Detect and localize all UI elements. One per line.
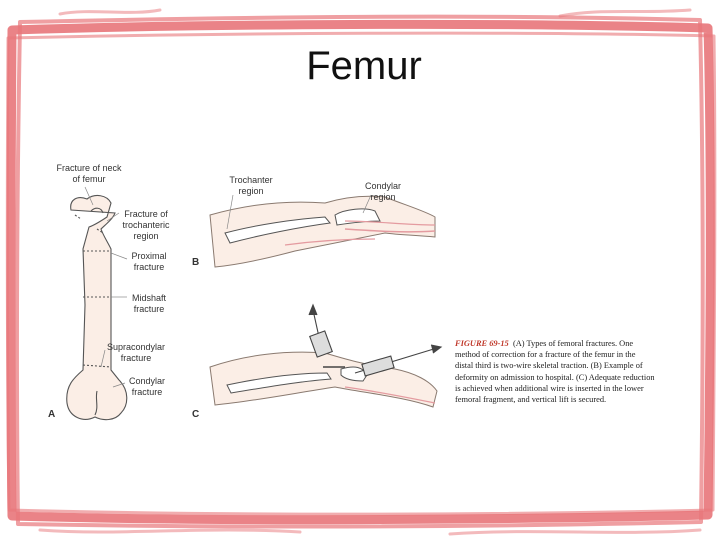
panel-a-letter: A bbox=[48, 409, 56, 420]
femur-fracture-figure: Fracture of neck of femur Fracture of tr… bbox=[45, 155, 657, 427]
slide-title: Femur bbox=[306, 44, 422, 88]
label-trochanter-region: Trochanter region bbox=[229, 175, 273, 196]
label-condylar-region: Condylar region bbox=[364, 181, 402, 202]
caption-text: (A) Types of femoral fractures. One meth… bbox=[455, 339, 655, 405]
panel-a-leader-lines bbox=[84, 186, 128, 388]
label-trochanteric-fracture: Fracture of trochanteric region bbox=[122, 209, 170, 241]
label-midshaft-fracture: Midshaft fracture bbox=[131, 293, 166, 314]
femur-bone-drawing bbox=[66, 194, 128, 421]
panel-c-letter: C bbox=[192, 409, 200, 420]
figure-number: FIGURE 69-15 bbox=[455, 339, 509, 348]
label-condylar-fracture: Condylar fracture bbox=[128, 376, 166, 397]
label-supracondylar-fracture: Supracondylar fracture bbox=[106, 342, 166, 363]
panel-b-letter: B bbox=[192, 257, 200, 268]
traction-drawing bbox=[209, 351, 438, 408]
label-neck-fracture: Fracture of neck of femur bbox=[56, 163, 122, 184]
label-proximal-fracture: Proximal fracture bbox=[131, 251, 167, 272]
traction-apparatus bbox=[308, 303, 443, 377]
leg-deformity-drawing bbox=[209, 195, 436, 268]
panel-b-leader-lines bbox=[226, 194, 372, 230]
figure-caption: FIGURE 69-15 (A) Types of femoral fractu… bbox=[455, 338, 655, 405]
figure-illustration bbox=[66, 186, 443, 421]
